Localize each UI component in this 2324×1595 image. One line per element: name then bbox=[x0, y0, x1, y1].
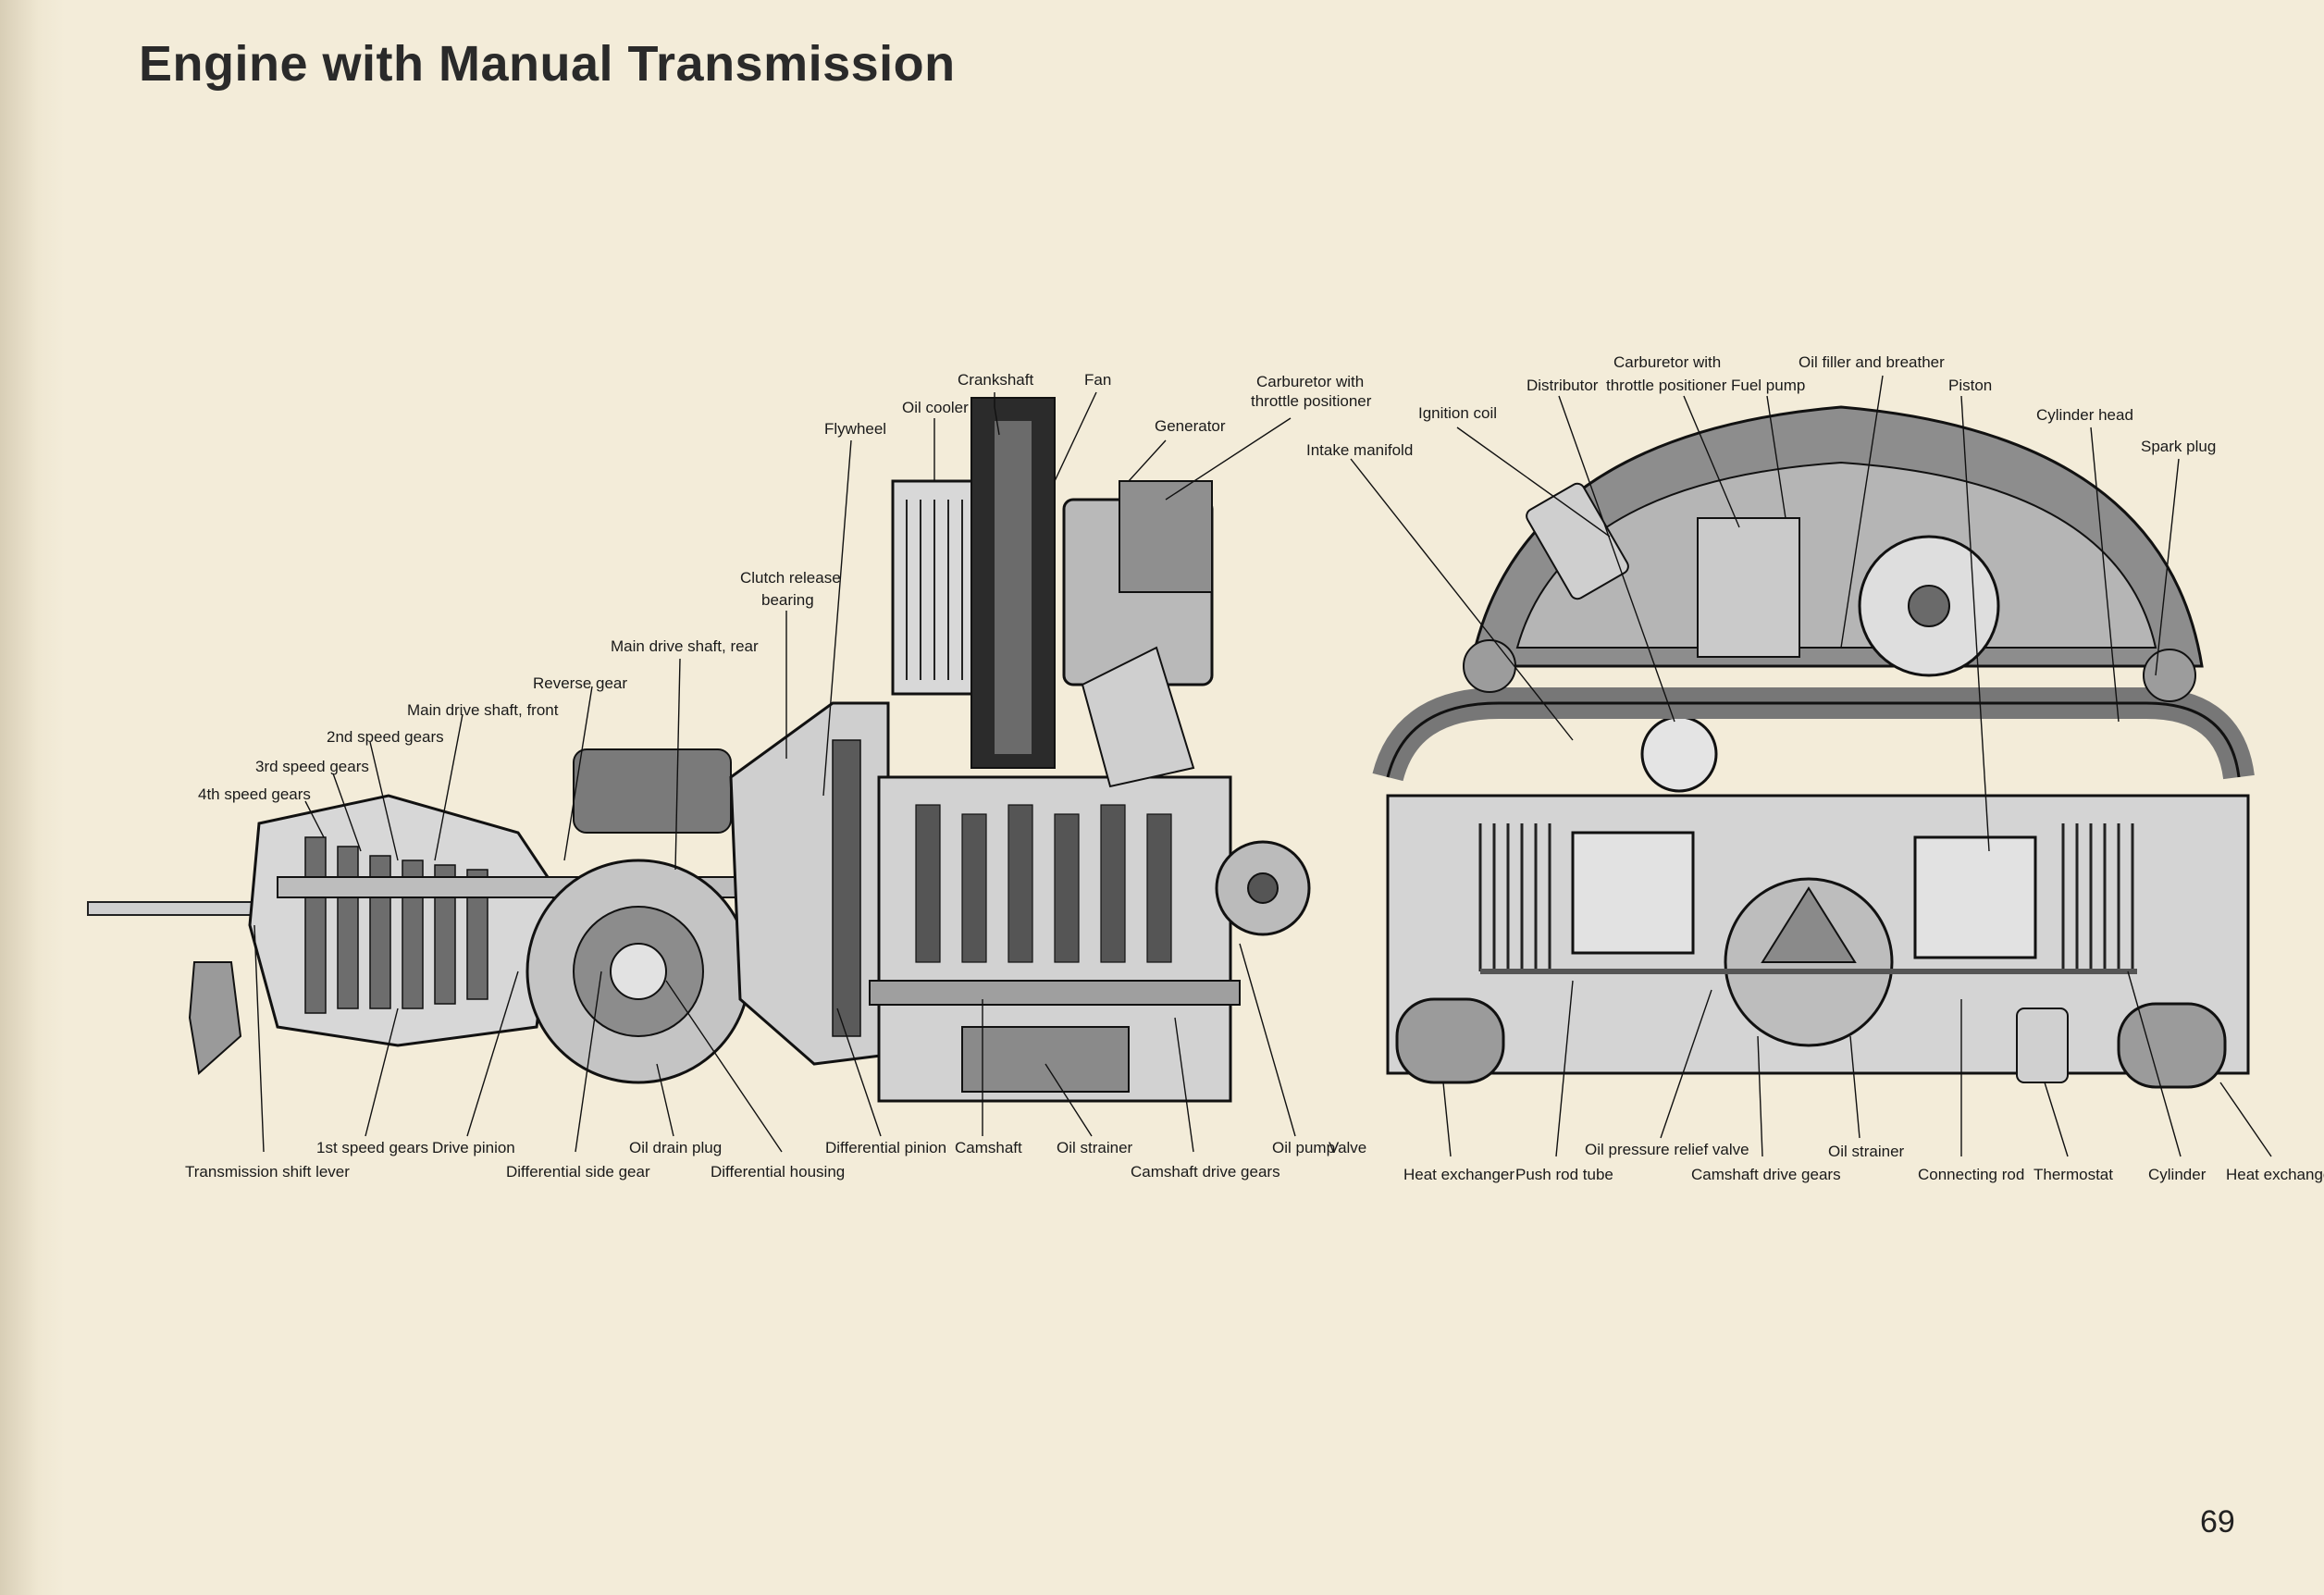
label-oil-cooler: Oil cooler bbox=[902, 399, 969, 416]
label-thermostat: Thermostat bbox=[2034, 1166, 2113, 1183]
label-4th-speed-gears: 4th speed gears bbox=[198, 785, 311, 803]
label-reverse-gear: Reverse gear bbox=[533, 674, 627, 692]
page-number: 69 bbox=[2200, 1504, 2235, 1539]
leader-lines bbox=[253, 375, 2272, 1157]
callout-labels: Oil cooler Crankshaft Fan Carburetor wit… bbox=[185, 353, 2324, 1183]
label-push-rod-tube: Push rod tube bbox=[1515, 1166, 1613, 1183]
label-valve: Valve bbox=[1329, 1139, 1366, 1156]
label-distributor: Distributor bbox=[1527, 377, 1599, 394]
label-2nd-speed-gears: 2nd speed gears bbox=[327, 728, 444, 746]
label-main-drive-shaft-rear: Main drive shaft, rear bbox=[611, 637, 759, 655]
book-gutter bbox=[0, 0, 65, 1595]
label-generator: Generator bbox=[1155, 417, 1226, 435]
label-connecting-rod: Connecting rod bbox=[1918, 1166, 2024, 1183]
label-carburetor-right-line2: throttle positioner bbox=[1606, 377, 1727, 394]
label-camshaft-drive-gears-right: Camshaft drive gears bbox=[1691, 1166, 1841, 1183]
label-heat-exchanger-left: Heat exchanger bbox=[1403, 1166, 1514, 1183]
label-differential-pinion: Differential pinion bbox=[825, 1139, 946, 1156]
label-drive-pinion: Drive pinion bbox=[432, 1139, 515, 1156]
label-main-drive-shaft-front: Main drive shaft, front bbox=[407, 701, 559, 719]
label-piston: Piston bbox=[1948, 377, 1992, 394]
page-title: Engine with Manual Transmission bbox=[139, 36, 956, 92]
label-heat-exchanger-right: Heat exchanger bbox=[2226, 1166, 2324, 1183]
label-oil-pump: Oil pump bbox=[1272, 1139, 1335, 1156]
label-ignition-coil: Ignition coil bbox=[1418, 404, 1497, 422]
side-cutaway-illustration bbox=[87, 397, 1311, 1103]
label-oil-strainer-left: Oil strainer bbox=[1057, 1139, 1133, 1156]
label-fuel-pump: Fuel pump bbox=[1731, 377, 1805, 394]
label-3rd-speed-gears: 3rd speed gears bbox=[255, 758, 369, 775]
label-differential-housing: Differential housing bbox=[711, 1163, 845, 1181]
label-oil-drain-plug: Oil drain plug bbox=[629, 1139, 722, 1156]
label-intake-manifold: Intake manifold bbox=[1306, 441, 1413, 459]
label-oil-strainer-right: Oil strainer bbox=[1828, 1143, 1905, 1160]
label-crankshaft: Crankshaft bbox=[958, 371, 1033, 389]
rear-cutaway-illustration bbox=[1372, 405, 2255, 1089]
label-clutch-release-line2: bearing bbox=[761, 591, 814, 609]
label-carburetor-line2: throttle positioner bbox=[1251, 392, 1372, 410]
label-oil-filler-breather: Oil filler and breather bbox=[1799, 353, 1945, 371]
label-flywheel: Flywheel bbox=[824, 420, 886, 438]
label-fan: Fan bbox=[1084, 371, 1111, 389]
label-clutch-release-line1: Clutch release bbox=[740, 569, 841, 587]
label-1st-speed-gears: 1st speed gears bbox=[316, 1139, 428, 1156]
label-carburetor-right-line1: Carburetor with bbox=[1613, 353, 1721, 371]
label-carburetor-line1: Carburetor with bbox=[1256, 373, 1364, 390]
label-spark-plug: Spark plug bbox=[2141, 438, 2216, 455]
label-cylinder-head: Cylinder head bbox=[2036, 406, 2133, 424]
label-cylinder: Cylinder bbox=[2148, 1166, 2207, 1183]
label-differential-side-gear: Differential side gear bbox=[506, 1163, 650, 1181]
label-transmission-shift-lever: Transmission shift lever bbox=[185, 1163, 350, 1181]
label-camshaft: Camshaft bbox=[955, 1139, 1022, 1156]
label-oil-pressure-relief-valve: Oil pressure relief valve bbox=[1585, 1141, 1749, 1158]
label-camshaft-drive-gears-left: Camshaft drive gears bbox=[1131, 1163, 1280, 1181]
